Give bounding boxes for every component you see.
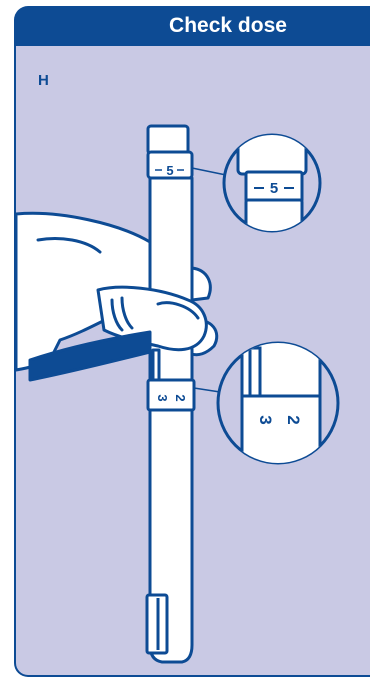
scale-mark-3: 3 (155, 394, 170, 401)
scale-collar (146, 378, 196, 412)
zoom-dose-value: 5 (270, 180, 278, 197)
pen-barrel (148, 176, 194, 664)
zoom-dose-window: 5 (222, 133, 322, 233)
pen-button (146, 124, 190, 156)
header-title: Check dose (169, 14, 287, 37)
zoom-scale: 3 2 (216, 341, 340, 465)
zoom-scale-mark-2: 2 (284, 415, 303, 424)
zoom-scale-mark-3: 3 (256, 415, 275, 424)
step-label: H (38, 72, 49, 89)
header-bar: Check dose (14, 6, 370, 46)
scale-mark-2: 2 (173, 394, 188, 401)
hand-illustration (14, 211, 219, 382)
dose-window-value: 5 (166, 163, 173, 178)
